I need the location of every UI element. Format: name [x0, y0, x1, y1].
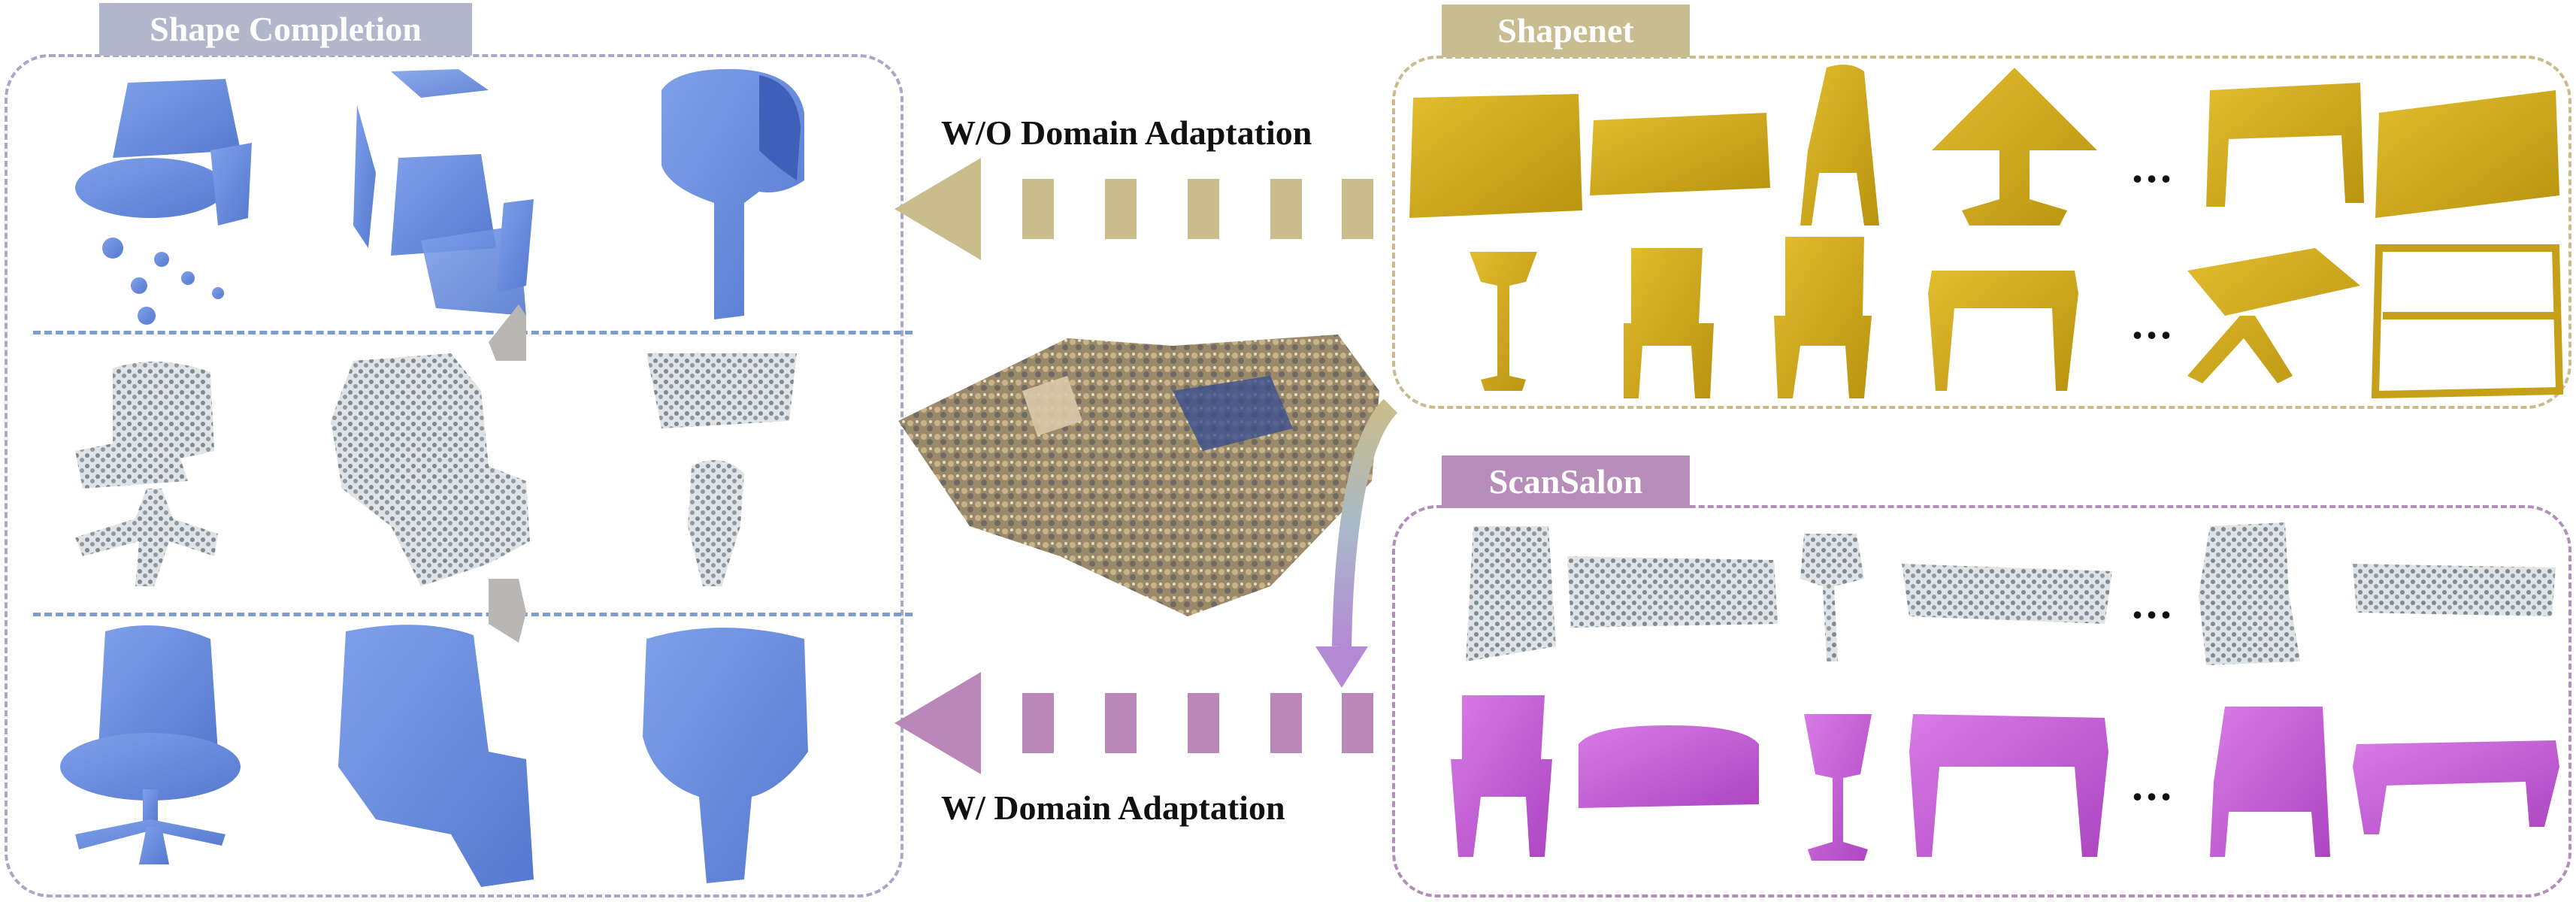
shapenet-row2 — [1470, 237, 2564, 399]
shapenet-ellipsis-row1: ... — [2132, 142, 2175, 192]
scansalon-ellipsis-row2: ... — [2132, 760, 2175, 810]
blue-chair-fragment — [75, 79, 252, 325]
wo-adaptation-arrow — [894, 158, 1373, 260]
up-arrow-icon — [489, 304, 526, 361]
w-adaptation-arrow — [894, 672, 1373, 774]
gold-slat-chair — [1624, 248, 1714, 398]
wo-domain-adaptation-label: W/O Domain Adaptation — [941, 114, 1312, 152]
purple-armchair — [2210, 707, 2330, 857]
shapenet-row1 — [1409, 65, 2559, 226]
w-domain-adaptation-label: W/ Domain Adaptation — [941, 788, 1285, 827]
scan-table — [1902, 564, 2112, 624]
partial-point-clouds-row — [75, 353, 797, 586]
purple-sofa — [1579, 725, 1759, 808]
scansalon-scans-row — [1466, 522, 2556, 665]
scan-armchair — [2199, 522, 2300, 665]
gold-sofa — [1590, 113, 1770, 195]
gold-low-table — [1928, 271, 2078, 391]
gold-bed — [2375, 90, 2559, 218]
purple-desk — [1909, 714, 2108, 857]
scansalon-panel — [1392, 505, 2571, 897]
gold-chair — [1800, 65, 1879, 226]
row-divider-1 — [33, 331, 913, 334]
blue-armchair-fragment — [353, 69, 534, 316]
completion-w-adaptation-row — [60, 625, 808, 887]
row-divider-2 — [33, 613, 913, 616]
shape-completion-title: Shape Completion — [99, 3, 472, 56]
purple-chair — [1451, 695, 1552, 857]
gold-dining-chair — [1774, 237, 1872, 398]
purple-lamp — [1804, 714, 1872, 861]
gold-lamp — [1932, 68, 2097, 226]
scan-chair — [1466, 526, 1556, 661]
scan-sofa — [1567, 556, 1778, 628]
scan-low-table — [2353, 564, 2556, 616]
gold-bunk-bed — [2371, 244, 2564, 399]
down-arrow-icon — [489, 579, 526, 643]
blue-office-chair — [60, 625, 241, 864]
indoor-scene-point-cloud — [898, 334, 1379, 616]
shapenet-title: Shapenet — [1442, 5, 1690, 57]
scansalon-meshes-row — [1451, 695, 2559, 861]
blue-lamp — [643, 628, 808, 883]
gold-armchair — [1409, 94, 1582, 218]
point-cloud-armchair — [331, 353, 530, 586]
purple-table — [2353, 740, 2559, 834]
scansalon-ellipsis-row1: ... — [2132, 578, 2175, 628]
gold-desk — [2206, 83, 2364, 207]
adaptation-curve-arrow — [1315, 398, 1398, 688]
scansalon-title: ScanSalon — [1442, 456, 1690, 508]
blue-lamp-fragment — [661, 68, 804, 319]
completion-wo-adaptation-row — [75, 68, 804, 325]
shapenet-panel — [1392, 56, 2571, 409]
gold-standing-lamp — [1470, 252, 1537, 391]
shape-completion-panel — [5, 54, 904, 897]
blue-armchair — [338, 625, 534, 887]
point-cloud-lamp — [646, 353, 797, 586]
shapenet-ellipsis-row2: ... — [2132, 298, 2175, 348]
gold-trestle-table — [2187, 248, 2360, 383]
scan-lamp — [1800, 534, 1864, 661]
point-cloud-chair — [75, 362, 218, 586]
